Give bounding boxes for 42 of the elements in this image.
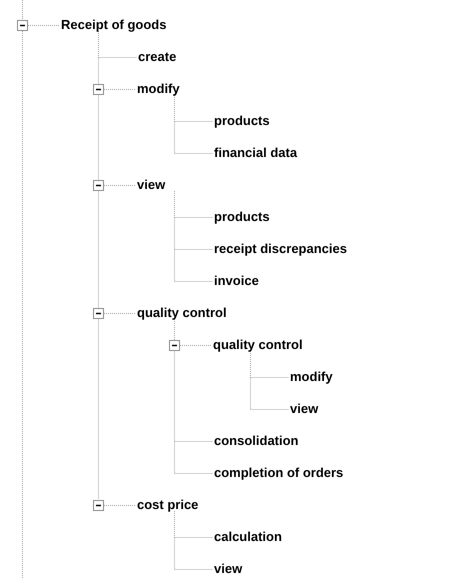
tree-connector bbox=[250, 377, 290, 378]
tree-connector bbox=[98, 57, 138, 58]
tree-item-label: completion of orders bbox=[214, 465, 344, 481]
tree-connector bbox=[174, 441, 214, 474]
tree-connector bbox=[174, 190, 175, 218]
tree-item-label: products bbox=[214, 113, 270, 129]
tree-connector bbox=[250, 377, 290, 410]
tree-item bbox=[17, 17, 166, 33]
tree-item-label: cost price bbox=[137, 497, 198, 513]
tree-item-label: financial data bbox=[214, 145, 298, 161]
tree-connector bbox=[174, 217, 175, 250]
tree-item-label: quality control bbox=[137, 305, 227, 321]
tree-connector bbox=[174, 121, 214, 154]
tree-connector bbox=[98, 30, 99, 58]
tree-item-label: consolidation bbox=[214, 433, 298, 449]
tree-connector bbox=[174, 249, 214, 250]
tree-item-label: Receipt of goods bbox=[61, 17, 166, 33]
tree-item-label: view bbox=[290, 401, 318, 417]
tree-item-label: products bbox=[214, 209, 270, 225]
tree-item bbox=[93, 497, 198, 513]
tree-item-label: receipt discrepancies bbox=[214, 241, 347, 257]
tree-item bbox=[93, 81, 180, 97]
tree-connector bbox=[174, 537, 214, 538]
tree-item bbox=[93, 177, 166, 193]
tree-connector bbox=[174, 510, 175, 538]
tree-item-label: view bbox=[214, 561, 242, 577]
tree-connector bbox=[174, 441, 214, 442]
tree-item bbox=[93, 305, 227, 321]
tree-item-label: create bbox=[138, 49, 176, 65]
tree-connector bbox=[174, 94, 175, 122]
tree-item-label: calculation bbox=[214, 529, 282, 545]
tree-item-label: modify bbox=[137, 81, 180, 97]
tree-item-label: invoice bbox=[214, 273, 259, 289]
tree-item-label: quality control bbox=[213, 337, 303, 353]
tree-connector bbox=[174, 249, 214, 282]
tree-item-label: modify bbox=[290, 369, 333, 385]
tree-item bbox=[169, 337, 303, 353]
tree-connector bbox=[174, 217, 214, 218]
tree-item-label: view bbox=[137, 177, 166, 193]
tree-connector bbox=[174, 121, 214, 122]
tree-connector bbox=[174, 537, 214, 570]
tree-connector bbox=[250, 350, 251, 378]
